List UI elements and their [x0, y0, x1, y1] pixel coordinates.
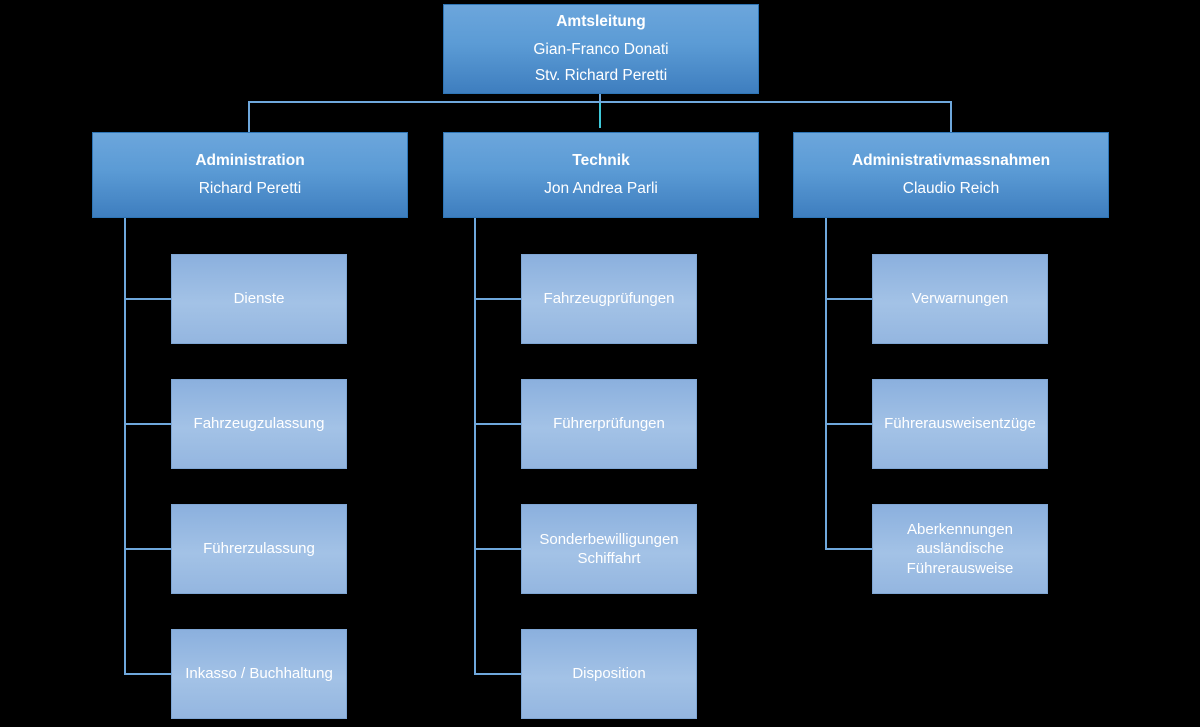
connector-stub-administration-4: [124, 673, 172, 675]
node-administrativmassnahmen[interactable]: Administrativmassnahmen Claudio Reich: [793, 132, 1109, 218]
node-unit-dienste[interactable]: Dienste: [171, 254, 347, 344]
node-title: Administration: [195, 152, 305, 170]
connector-root-drop-accent: [599, 102, 601, 128]
node-title: Technik: [572, 152, 630, 170]
node-label: Führerzulassung: [203, 540, 315, 558]
node-label: Fahrzeugprüfungen: [543, 290, 675, 308]
node-label: Sonderbewilligungen Schiffahrt: [539, 530, 679, 567]
connector-root-drop: [599, 94, 601, 102]
node-unit-fahrzeugzulassung[interactable]: Fahrzeugzulassung: [171, 379, 347, 469]
node-unit-fuehrerausweisentzuege[interactable]: Führerausweisentzüge: [872, 379, 1048, 469]
node-unit-sonderbewilligungen-schiffahrt[interactable]: Sonderbewilligungen Schiffahrt: [521, 504, 697, 594]
node-unit-inkasso-buchhaltung[interactable]: Inkasso / Buchhaltung: [171, 629, 347, 719]
node-administration[interactable]: Administration Richard Peretti: [92, 132, 408, 218]
connector-stub-administrativmassnahmen-1: [825, 298, 873, 300]
connector-stub-administrativmassnahmen-3: [825, 548, 873, 550]
node-unit-fuehrerzulassung[interactable]: Führerzulassung: [171, 504, 347, 594]
node-label: Aberkennungen ausländische Führerausweis…: [906, 521, 1014, 577]
connector-stub-technik-4: [474, 673, 522, 675]
node-amtsleitung[interactable]: Amtsleitung Gian-Franco Donati Stv. Rich…: [443, 4, 759, 94]
node-title: Administrativmassnahmen: [851, 152, 1051, 170]
node-person: Claudio Reich: [902, 180, 1000, 197]
node-person: Richard Peretti: [198, 180, 302, 197]
node-deputy: Stv. Richard Peretti: [534, 66, 668, 84]
node-technik[interactable]: Technik Jon Andrea Parli: [443, 132, 759, 218]
node-label: Fahrzeugzulassung: [193, 415, 325, 433]
connector-spine-administration: [124, 218, 126, 674]
node-person: Gian-Franco Donati: [533, 41, 669, 59]
node-label: Führerprüfungen: [553, 415, 665, 433]
connector-stub-technik-1: [474, 298, 522, 300]
node-unit-fuehrerpruefungen[interactable]: Führerprüfungen: [521, 379, 697, 469]
node-title: Amtsleitung: [556, 13, 646, 31]
node-label: Disposition: [572, 665, 646, 683]
node-person: Jon Andrea Parli: [544, 180, 658, 197]
node-label: Dienste: [233, 290, 285, 308]
connector-stub-technik-2: [474, 423, 522, 425]
connector-stub-administration-2: [124, 423, 172, 425]
node-unit-verwarnungen[interactable]: Verwarnungen: [872, 254, 1048, 344]
connector-horizontal-bus: [248, 101, 952, 103]
connector-spine-technik: [474, 218, 476, 674]
connector-stub-administrativmassnahmen-2: [825, 423, 873, 425]
node-unit-aberkennungen-auslaendische-fuehrerausweise[interactable]: Aberkennungen ausländische Führerausweis…: [872, 504, 1048, 594]
node-label: Verwarnungen: [911, 290, 1009, 308]
connector-stub-technik-3: [474, 548, 522, 550]
connector-bus-to-administrativmassnahmen: [950, 101, 952, 133]
node-label: Inkasso / Buchhaltung: [185, 665, 333, 683]
connector-stub-administration-3: [124, 548, 172, 550]
connector-bus-to-administration: [248, 101, 250, 133]
node-unit-disposition[interactable]: Disposition: [521, 629, 697, 719]
node-label: Führerausweisentzüge: [884, 415, 1036, 433]
connector-spine-administrativmassnahmen: [825, 218, 827, 549]
node-unit-fahrzeugpruefungen[interactable]: Fahrzeugprüfungen: [521, 254, 697, 344]
connector-stub-administration-1: [124, 298, 172, 300]
